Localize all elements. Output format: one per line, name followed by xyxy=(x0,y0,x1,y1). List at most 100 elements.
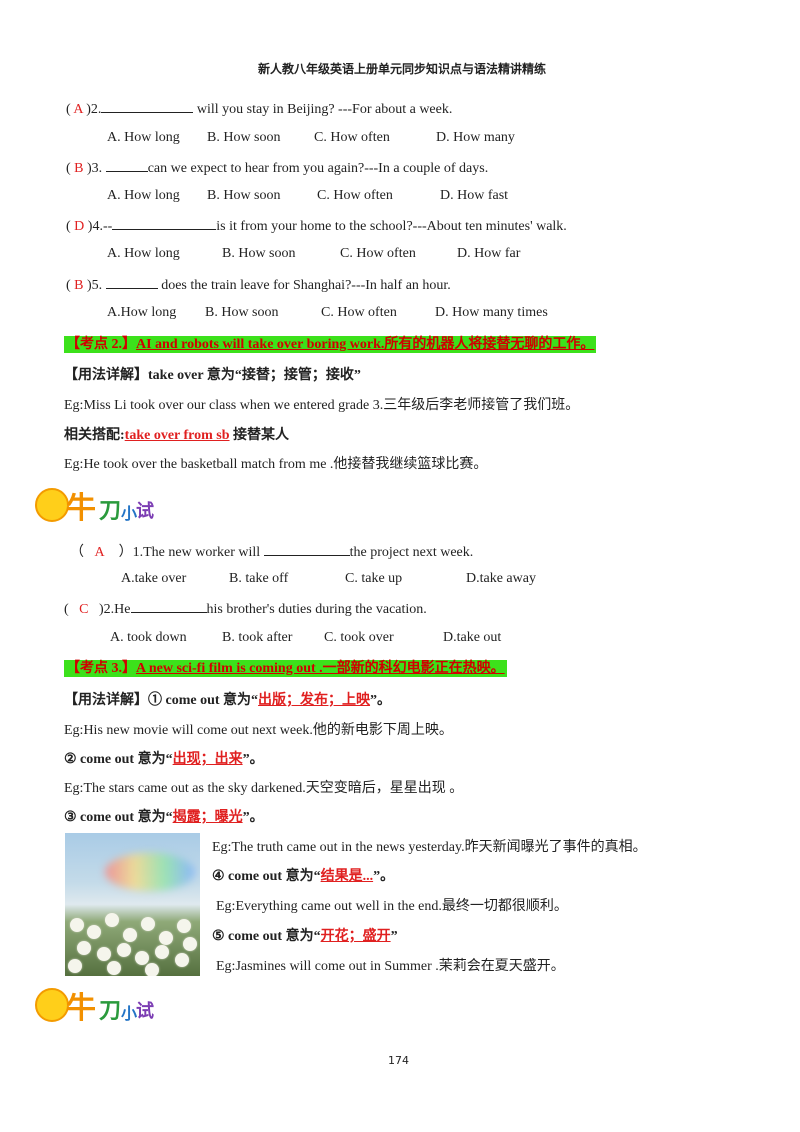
usage-meaning: 出版；发布；上映 xyxy=(258,693,371,708)
example-sentence: Eg:He took over the basketball match fro… xyxy=(64,457,488,472)
logo-char: 刀 xyxy=(99,499,122,524)
kaodian-3-banner: 【考点 3.】A new sci-fi film is coming out .… xyxy=(64,657,507,677)
example-sentence: Eg:Jasmines will come out in Summer .茉莉会… xyxy=(216,959,565,974)
page-header: 新人教八年级英语上册单元同步知识点与语法精讲精练 xyxy=(258,62,547,76)
collocation: 相关搭配:take over from sb 接替某人 xyxy=(64,424,289,444)
example-sentence: Eg:Everything came out well in the end.最… xyxy=(216,899,568,914)
usage-meaning: 结果是... xyxy=(320,869,374,884)
option-d: D.take away xyxy=(466,571,536,586)
option-a: A. How long xyxy=(107,188,180,203)
usage-5: ⑤ come out 意为“开花；盛开” xyxy=(212,925,398,945)
usage-suffix: ”。 xyxy=(242,752,264,767)
logo-char: 试 xyxy=(136,501,154,522)
logo-char: 刀 xyxy=(99,999,122,1024)
option-a: A.How long xyxy=(107,305,177,320)
usage-suffix: ”。 xyxy=(242,810,264,825)
example-sentence: Eg:His new movie will come out next week… xyxy=(64,723,453,738)
logo-char: 牛 xyxy=(66,491,96,526)
practice-question-1: （ A ）1.The new worker will the project n… xyxy=(70,541,473,561)
question-text: is it from your home to the school?---Ab… xyxy=(216,219,567,234)
answer-letter: A xyxy=(73,102,83,117)
paren-open: （ xyxy=(70,545,84,560)
question-text: his brother's duties during the vacation… xyxy=(206,602,427,617)
question-number: )2.He xyxy=(99,602,131,617)
option-b: B. take off xyxy=(229,571,289,586)
answer-letter: D xyxy=(74,219,85,234)
option-c: C. How often xyxy=(314,130,390,145)
logo-char: 试 xyxy=(136,1001,154,1022)
option-c: C. How often xyxy=(340,246,416,261)
usage-meaning: 出现；出来 xyxy=(172,752,243,767)
question-number: )2. xyxy=(86,102,102,117)
option-d: D.take out xyxy=(443,630,502,645)
answer-blank xyxy=(105,276,158,289)
usage-meaning: 开花；盛开 xyxy=(320,929,391,944)
usage-3: ③ come out 意为“揭露；曝光”。 xyxy=(64,806,264,826)
usage-prefix: 【用法详解】① come out 意为“ xyxy=(64,693,259,708)
collocation-phrase: take over from sb xyxy=(124,428,230,443)
option-a: A. How long xyxy=(107,246,180,261)
answer-blank xyxy=(101,100,194,113)
usage-meaning: 揭露；曝光 xyxy=(172,810,243,825)
question-5: ( B )5. does the train leave for Shangha… xyxy=(66,276,451,293)
answer-letter: B xyxy=(74,161,84,176)
example-sentence: Eg:Miss Li took over our class when we e… xyxy=(64,398,580,413)
kaodian-label: 【考点 3.】 xyxy=(66,661,136,676)
usage-detail-heading: 【用法详解】take over 意为“接替；接管；接收” xyxy=(64,368,361,383)
logo-char: 小 xyxy=(121,1004,138,1023)
option-c: C. How often xyxy=(317,188,393,203)
option-b: B. How soon xyxy=(205,305,279,320)
option-b: B. took after xyxy=(222,630,293,645)
example-sentence: Eg:The truth came out in the news yester… xyxy=(212,840,647,855)
usage-suffix: ” xyxy=(390,929,398,944)
option-d: D. How far xyxy=(457,246,521,261)
answer-letter: A xyxy=(94,545,105,560)
option-a: A. took down xyxy=(110,630,187,645)
question-4: ( D )4.--is it from your home to the sch… xyxy=(66,219,567,234)
option-c: C. How often xyxy=(321,305,397,320)
usage-prefix: ④ come out 意为“ xyxy=(212,869,321,884)
question-text: does the train leave for Shanghai?---In … xyxy=(157,278,451,293)
option-b: B. How soon xyxy=(207,188,281,203)
option-c: C. take up xyxy=(345,571,403,586)
answer-letter: C xyxy=(79,602,89,617)
logo-char: 小 xyxy=(121,504,138,523)
collocation-label: 相关搭配: xyxy=(64,428,125,443)
usage-1: 【用法详解】① come out 意为“出版；发布；上映”。 xyxy=(64,689,391,709)
sun-icon xyxy=(35,488,69,522)
example-sentence: Eg:The stars came out as the sky darkene… xyxy=(64,781,464,796)
usage-suffix: ”。 xyxy=(370,693,392,708)
page-number: 174 xyxy=(388,1054,409,1067)
practice-question-2: ( C )2.He his brother's duties during the… xyxy=(64,600,427,618)
paren-open: ( xyxy=(64,602,69,617)
option-d: D. How fast xyxy=(440,188,509,203)
question-number: )3. xyxy=(87,161,106,176)
logo-char: 牛 xyxy=(66,991,96,1026)
kaodian-sentence: A new sci-fi film is coming out .一部新的科幻电… xyxy=(136,661,505,676)
rainbow-cloud xyxy=(105,853,195,891)
question-text: can we expect to hear from you again?---… xyxy=(147,161,489,176)
option-a: A. How long xyxy=(107,130,180,145)
option-a: A.take over xyxy=(121,571,187,586)
kaodian-2-banner: 【考点 2.】AI and robots will take over bori… xyxy=(64,333,597,353)
usage-prefix: ② come out 意为“ xyxy=(64,752,173,767)
jasmine-flowers-photo xyxy=(65,833,200,976)
option-b: B. How soon xyxy=(222,246,296,261)
answer-blank xyxy=(105,159,148,172)
answer-letter: B xyxy=(74,278,84,293)
answer-blank xyxy=(130,600,207,613)
usage-prefix: ⑤ come out 意为“ xyxy=(212,929,321,944)
question-number: ）1.The new worker will xyxy=(118,545,264,560)
usage-2: ② come out 意为“出现；出来”。 xyxy=(64,748,264,768)
question-number: )4.-- xyxy=(87,219,113,234)
answer-blank xyxy=(263,543,350,556)
kaodian-label: 【考点 2.】 xyxy=(66,337,136,352)
question-2: ( A )2. will you stay in Beijing? ---For… xyxy=(66,100,453,117)
kaodian-sentence: AI and robots will take over boring work… xyxy=(136,337,595,352)
question-3: ( B )3. can we expect to hear from you a… xyxy=(66,159,489,176)
option-d: D. How many xyxy=(436,130,515,145)
option-b: B. How soon xyxy=(207,130,281,145)
option-d: D. How many times xyxy=(435,305,548,320)
option-c: C. took over xyxy=(324,630,394,645)
usage-prefix: ③ come out 意为“ xyxy=(64,810,173,825)
